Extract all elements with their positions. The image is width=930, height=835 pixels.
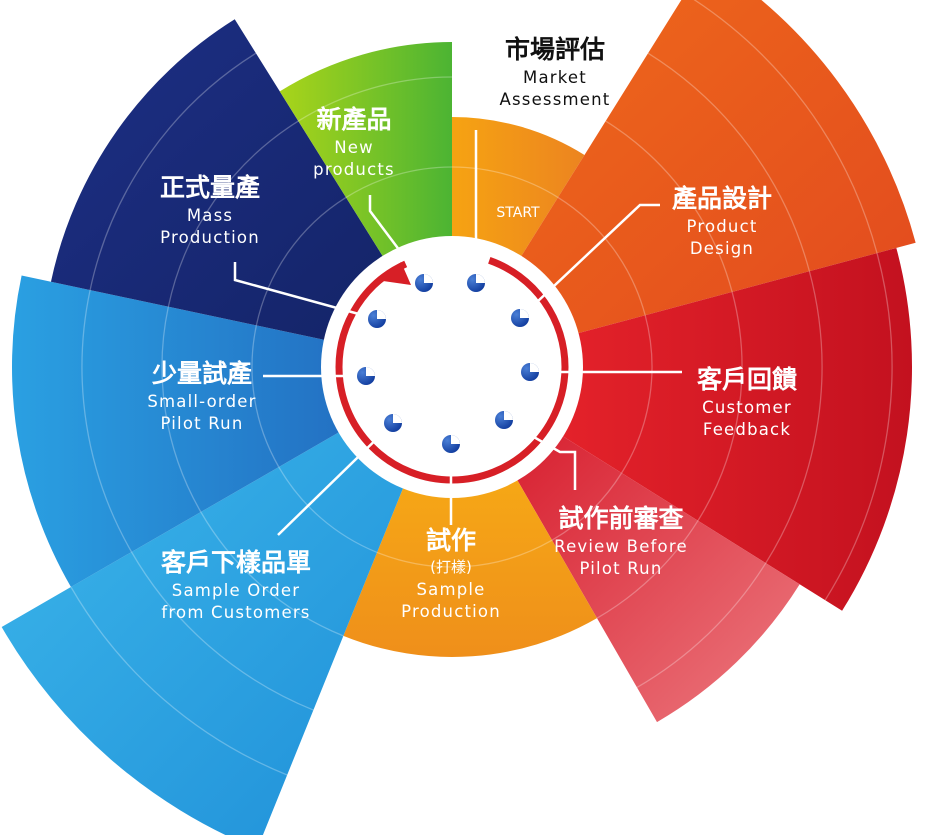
ring-arc: [765, 271, 823, 564]
ring-arc: [167, 120, 299, 307]
label-sample-order: 客戶下樣品單 Sample Order from Customers: [161, 548, 311, 622]
label-zh: 新產品: [316, 105, 391, 134]
ring-arc: [251, 325, 280, 468]
ring-arc: [697, 291, 743, 522]
ring-arc: [131, 551, 314, 711]
dot-highlight: [424, 274, 433, 283]
dot-highlight: [366, 367, 375, 376]
segment-product-design: [518, 0, 916, 335]
label-zh: 客戶下樣品單: [161, 548, 311, 577]
dot-highlight: [504, 411, 513, 420]
segment-sample-order: [1, 429, 406, 835]
label-zh: 少量試產: [151, 359, 252, 388]
label-en: New: [334, 138, 374, 157]
dot-highlight: [377, 310, 386, 319]
ring-arc: [596, 520, 699, 619]
ring-arc: [200, 511, 344, 637]
ring-arc: [81, 289, 133, 553]
ring-arc: [824, 252, 893, 601]
ring-arc: [278, 466, 378, 554]
ring-arc: [89, 52, 257, 291]
label-zh: 產品設計: [672, 184, 772, 213]
label-en: products: [313, 160, 395, 179]
label-en: Mass: [187, 206, 233, 225]
ring-arc: [647, 52, 811, 272]
dot-highlight: [520, 309, 529, 318]
label-zh: 試作前審查: [558, 504, 683, 533]
dot-highlight: [393, 414, 402, 423]
dot-highlight: [476, 274, 485, 283]
leader-lines: [233, 130, 682, 536]
ring-arc: [376, 539, 553, 568]
segment-sample-production: [343, 475, 597, 657]
ring-arc: [297, 76, 453, 122]
wheel-rings: [70, 0, 893, 776]
label-en: Pilot Run: [579, 559, 662, 578]
segment-market-assessment: [452, 117, 585, 261]
label-en: Market: [523, 68, 587, 87]
label-en: Customer: [702, 398, 792, 417]
leader-product-design: [519, 203, 660, 319]
ring-arc: [551, 472, 623, 541]
label-en: Production: [401, 602, 501, 621]
start-label: START: [496, 205, 540, 221]
ring-arc: [70, 586, 288, 776]
label-en: from Customers: [161, 603, 310, 622]
ring-arc: [161, 306, 202, 513]
segment-review-before-pilot: [514, 433, 800, 723]
label-en: Pilot Run: [160, 414, 243, 433]
ring-arc: [345, 166, 453, 198]
segment-new-products: [279, 42, 452, 261]
label-sub: (打樣): [430, 558, 472, 576]
label-en: Sample Order: [172, 581, 300, 600]
leader-new-products: [368, 195, 425, 284]
ring-arc: [636, 562, 767, 688]
label-zh: 試作: [426, 526, 476, 555]
label-en: Design: [690, 239, 754, 258]
ring-arc: [621, 315, 653, 474]
ring-arc: [451, 166, 559, 198]
dot-highlight: [530, 363, 539, 372]
label-en: Production: [160, 228, 260, 247]
label-en: Assessment: [500, 90, 611, 109]
leader-mass-production: [233, 262, 378, 321]
label-zh: 市場評估: [505, 35, 605, 64]
label-new-products: 新產品 New products: [313, 105, 395, 179]
label-en: Feedback: [703, 420, 791, 439]
ring-arc: [255, 196, 347, 326]
ring-arc: [557, 196, 646, 316]
segment-mass-production: [50, 19, 386, 342]
segment-customer-feedback: [558, 247, 912, 611]
label-en: Small-order: [147, 392, 256, 411]
label-en: Review Before: [554, 537, 688, 556]
stage-dots: [357, 274, 539, 453]
label-zh: 正式量產: [160, 173, 260, 202]
ring-arc: [693, 0, 878, 254]
segment-pilot-run: [11, 275, 344, 587]
leader-sample-order: [277, 422, 394, 536]
hub-white-ring: [321, 236, 583, 498]
label-en: Product: [686, 217, 757, 236]
label-en: Sample: [416, 580, 485, 599]
dot-highlight: [451, 435, 460, 444]
ring-arc: [605, 120, 733, 293]
cycle-arrow-head: [383, 262, 411, 285]
leader-review-before-pilot: [503, 418, 577, 490]
label-zh: 客戶回饋: [697, 365, 797, 394]
